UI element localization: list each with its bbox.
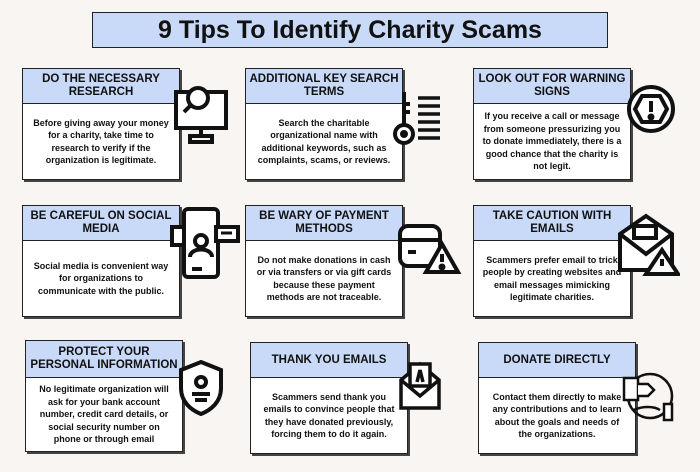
tip-card-personal-info: PROTECT YOUR PERSONAL INFORMATION No legi… — [25, 340, 183, 452]
tip-heading: DONATE DIRECTLY — [479, 343, 635, 378]
tip-body: Scammers send thank you emails to convin… — [263, 391, 395, 440]
tip-card-donate: DONATE DIRECTLY Contact them directly to … — [478, 342, 636, 454]
tip-body: Social media is convenient way for organ… — [33, 260, 169, 296]
tip-card-emails: TAKE CAUTION WITH EMAILS Scammers prefer … — [473, 205, 631, 317]
tip-body: Before giving away your money for a char… — [33, 117, 169, 166]
tip-card-social-media: BE CAREFUL ON SOCIAL MEDIA Social media i… — [22, 205, 180, 317]
thank-you-envelope-icon — [399, 361, 441, 410]
tip-heading: BE CAREFUL ON SOCIAL MEDIA — [23, 206, 179, 241]
tip-body: Contact them directly to make any contri… — [492, 391, 622, 440]
tip-body: Search the charitable organizational nam… — [257, 117, 391, 166]
tip-heading: BE WARY OF PAYMENT METHODS — [246, 206, 402, 241]
donate-hand-icon — [622, 372, 674, 422]
tip-body: If you receive a call or message from so… — [482, 111, 622, 172]
tip-card-thank-you: THANK YOU EMAILS Scammers send thank you … — [250, 342, 408, 454]
warning-octagon-icon — [627, 85, 675, 133]
tip-body: Scammers prefer email to trick people by… — [482, 254, 622, 303]
tip-card-payment: BE WARY OF PAYMENT METHODS Do not make do… — [245, 205, 403, 317]
email-warning-icon — [618, 213, 680, 276]
tip-body: Do not make donations in cash or via tra… — [256, 254, 392, 303]
tip-card-research: DO THE NECESSARY RESEARCH Before giving a… — [22, 68, 180, 180]
tip-heading: LOOK OUT FOR WARNING SIGNS — [474, 69, 630, 104]
tip-card-search-terms: ADDITIONAL KEY SEARCH TERMS Search the ch… — [245, 68, 403, 180]
shield-user-icon — [179, 359, 223, 416]
tip-heading: ADDITIONAL KEY SEARCH TERMS — [246, 69, 402, 104]
page-title: 9 Tips To Identify Charity Scams — [92, 12, 608, 48]
social-phone-icon — [170, 207, 240, 279]
key-list-icon — [393, 92, 440, 145]
computer-search-icon — [174, 86, 228, 144]
tip-card-warning-signs: LOOK OUT FOR WARNING SIGNS If you receive… — [473, 68, 631, 180]
tip-heading: TAKE CAUTION WITH EMAILS — [474, 206, 630, 241]
tip-body: No legitimate organization will ask for … — [39, 384, 169, 445]
tip-heading: DO THE NECESSARY RESEARCH — [23, 69, 179, 104]
card-warning-icon — [398, 224, 462, 274]
tip-heading: THANK YOU EMAILS — [251, 343, 407, 378]
tip-heading: PROTECT YOUR PERSONAL INFORMATION — [26, 341, 182, 378]
